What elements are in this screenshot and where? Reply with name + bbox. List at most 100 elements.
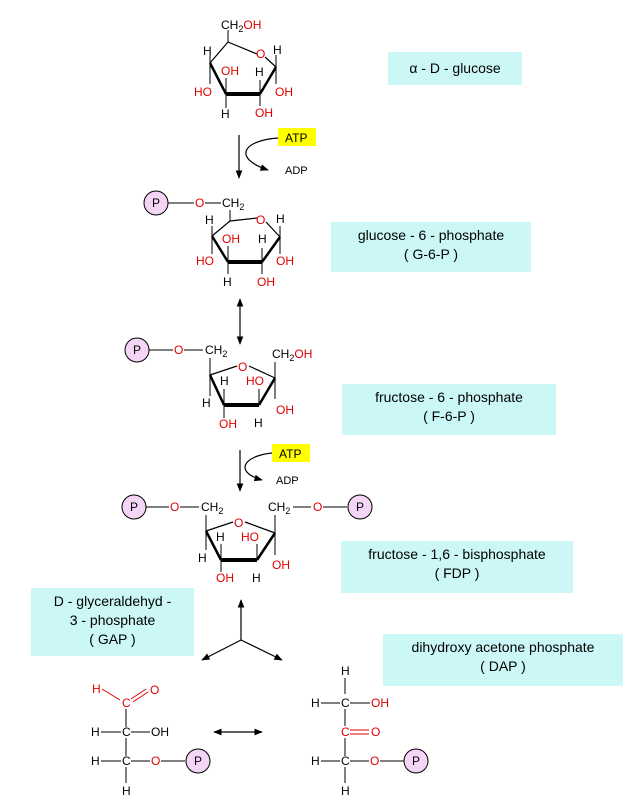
atom-h: H [223,275,232,289]
atom-ch2: CH2 [268,500,290,516]
atom-oh: OH [276,254,294,268]
atom-h: H [216,530,225,544]
label-g6p-name: glucose - 6 - phosphate [357,227,505,243]
phosphate-label: P [194,754,202,768]
molecule-alpha-glucose: CH2OH O H H OH H HO OH H OH [194,18,293,121]
atom-h: H [273,43,282,57]
label-g6p-abbr: ( G-6-P ) [403,246,459,262]
atom-oh: OH [222,232,240,246]
label-f6p-name: fructose - 6 - phosphate [375,389,523,405]
atom-h: H [122,784,131,798]
atom-ring-oxygen: O [234,516,243,530]
atom-oxygen: O [195,196,204,210]
molecule-fructose-6-phosphate: P O CH2 CH2OH O H HO H H OH OH [124,337,312,431]
atom-carbon: C [122,754,131,768]
atom-ch2: CH2 [201,500,223,516]
atom-oxygen: O [170,500,179,514]
phosphate-label: P [130,500,138,514]
label-fdp-abbr: ( FDP ) [434,565,480,581]
atom-carbon: C [341,696,350,710]
atom-h: H [341,784,350,798]
atom-oh: OH [275,85,293,99]
phosphate-circle [403,748,429,774]
molecule-glyceraldehyde-3-phosphate: H C O H C OH H C O P H [91,682,211,798]
atom-ch2oh: CH2OH [221,18,261,34]
atp-label: ATP [279,447,301,461]
label-alpha-glucose: α - D - glucose [388,52,522,85]
atp-label: ATP [285,131,307,145]
atom-oxygen: O [371,725,380,739]
adp-label: ADP [285,165,308,177]
atom-carbon: C [122,696,131,710]
label-gap-name-1: D - glyceraldehyd - [53,593,172,609]
label-glyceraldehyde-3-phosphate: D - glyceraldehyd - 3 - phosphate ( GAP … [31,588,194,656]
atom-h: H [91,725,100,739]
atom-ring-oxygen: O [256,47,265,61]
reaction-arrow-phosphofructokinase: ATP ADP [236,444,310,492]
phosphate-label: P [356,500,364,514]
atom-carbon: C [122,725,131,739]
atom-ho: HO [241,530,259,544]
atom-ch2oh: CH2OH [272,347,312,363]
label-fructose-bisphosphate: fructose - 1,6 - bisphosphate ( FDP ) [341,541,573,593]
label-alpha-glucose-text: α - D - glucose [409,60,501,76]
atom-oh: OH [219,417,237,431]
molecule-glucose-6-phosphate: P O CH2 O H H OH H HO OH H OH [143,190,294,289]
atp-badge [272,444,310,462]
atom-h: H [276,212,285,226]
atom-h: H [203,44,212,58]
atom-ho: HO [196,254,214,268]
atom-h: H [341,664,350,678]
label-dihydroxyacetone-phosphate: dihydroxy acetone phosphate ( DAP ) [383,634,623,686]
atom-oxygen: O [150,683,159,697]
adp-label: ADP [276,475,299,487]
atom-h: H [221,107,230,121]
atom-h: H [205,213,214,227]
atom-h: H [254,416,263,430]
atom-oh: OH [276,403,294,417]
atom-ho: HO [246,374,264,388]
label-gap-abbr: ( GAP ) [89,631,136,647]
atom-h: H [311,754,320,768]
atom-oh: OH [216,571,234,585]
atom-ring-oxygen: O [238,360,247,374]
atom-h: H [202,396,211,410]
label-dap-abbr: ( DAP ) [480,658,526,674]
phosphate-label: P [152,196,160,210]
atom-oh: OH [221,64,239,78]
phosphate-circle [185,748,211,774]
atom-h: H [311,696,320,710]
atom-h: H [91,754,100,768]
atom-h: H [198,551,207,565]
atom-oh: OH [257,275,275,289]
molecule-fructose-bisphosphate: P O CH2 CH2 O P O H HO H OH OH H [121,494,373,585]
atom-h: H [92,682,101,696]
atom-oh: OH [151,725,169,739]
atom-oxygen: O [151,754,160,768]
atom-ch2: CH2 [222,196,244,212]
reaction-arrow-aldolase [201,599,283,661]
label-dap-name: dihydroxy acetone phosphate [411,639,595,655]
label-fdp-name: fructose - 1,6 - bisphosphate [368,546,546,562]
atom-oh: OH [255,106,273,120]
atom-h: H [252,571,261,585]
label-glucose-6-phosphate: glucose - 6 - phosphate ( G-6-P ) [331,222,531,272]
molecule-dihydroxyacetone-phosphate: H H C OH C O H C O P H [311,664,429,798]
phosphate-label: P [133,343,141,357]
atom-carbon: C [341,725,350,739]
atom-ring-oxygen: O [256,213,265,227]
atom-oxygen: O [174,343,183,357]
atom-carbon: C [341,754,350,768]
reaction-arrow-hexokinase: ATP ADP [235,128,316,179]
atom-ho: HO [194,85,212,99]
atom-oh: OH [371,696,389,710]
atom-h: H [220,374,229,388]
atom-oh: OH [272,558,290,572]
phosphate-circle [347,494,373,520]
label-gap-name-2: 3 - phosphate [69,612,156,628]
atom-h: H [255,65,264,79]
label-f6p-abbr: ( F-6-P ) [423,408,475,424]
atp-badge [278,128,316,146]
phosphate-label: P [412,754,420,768]
